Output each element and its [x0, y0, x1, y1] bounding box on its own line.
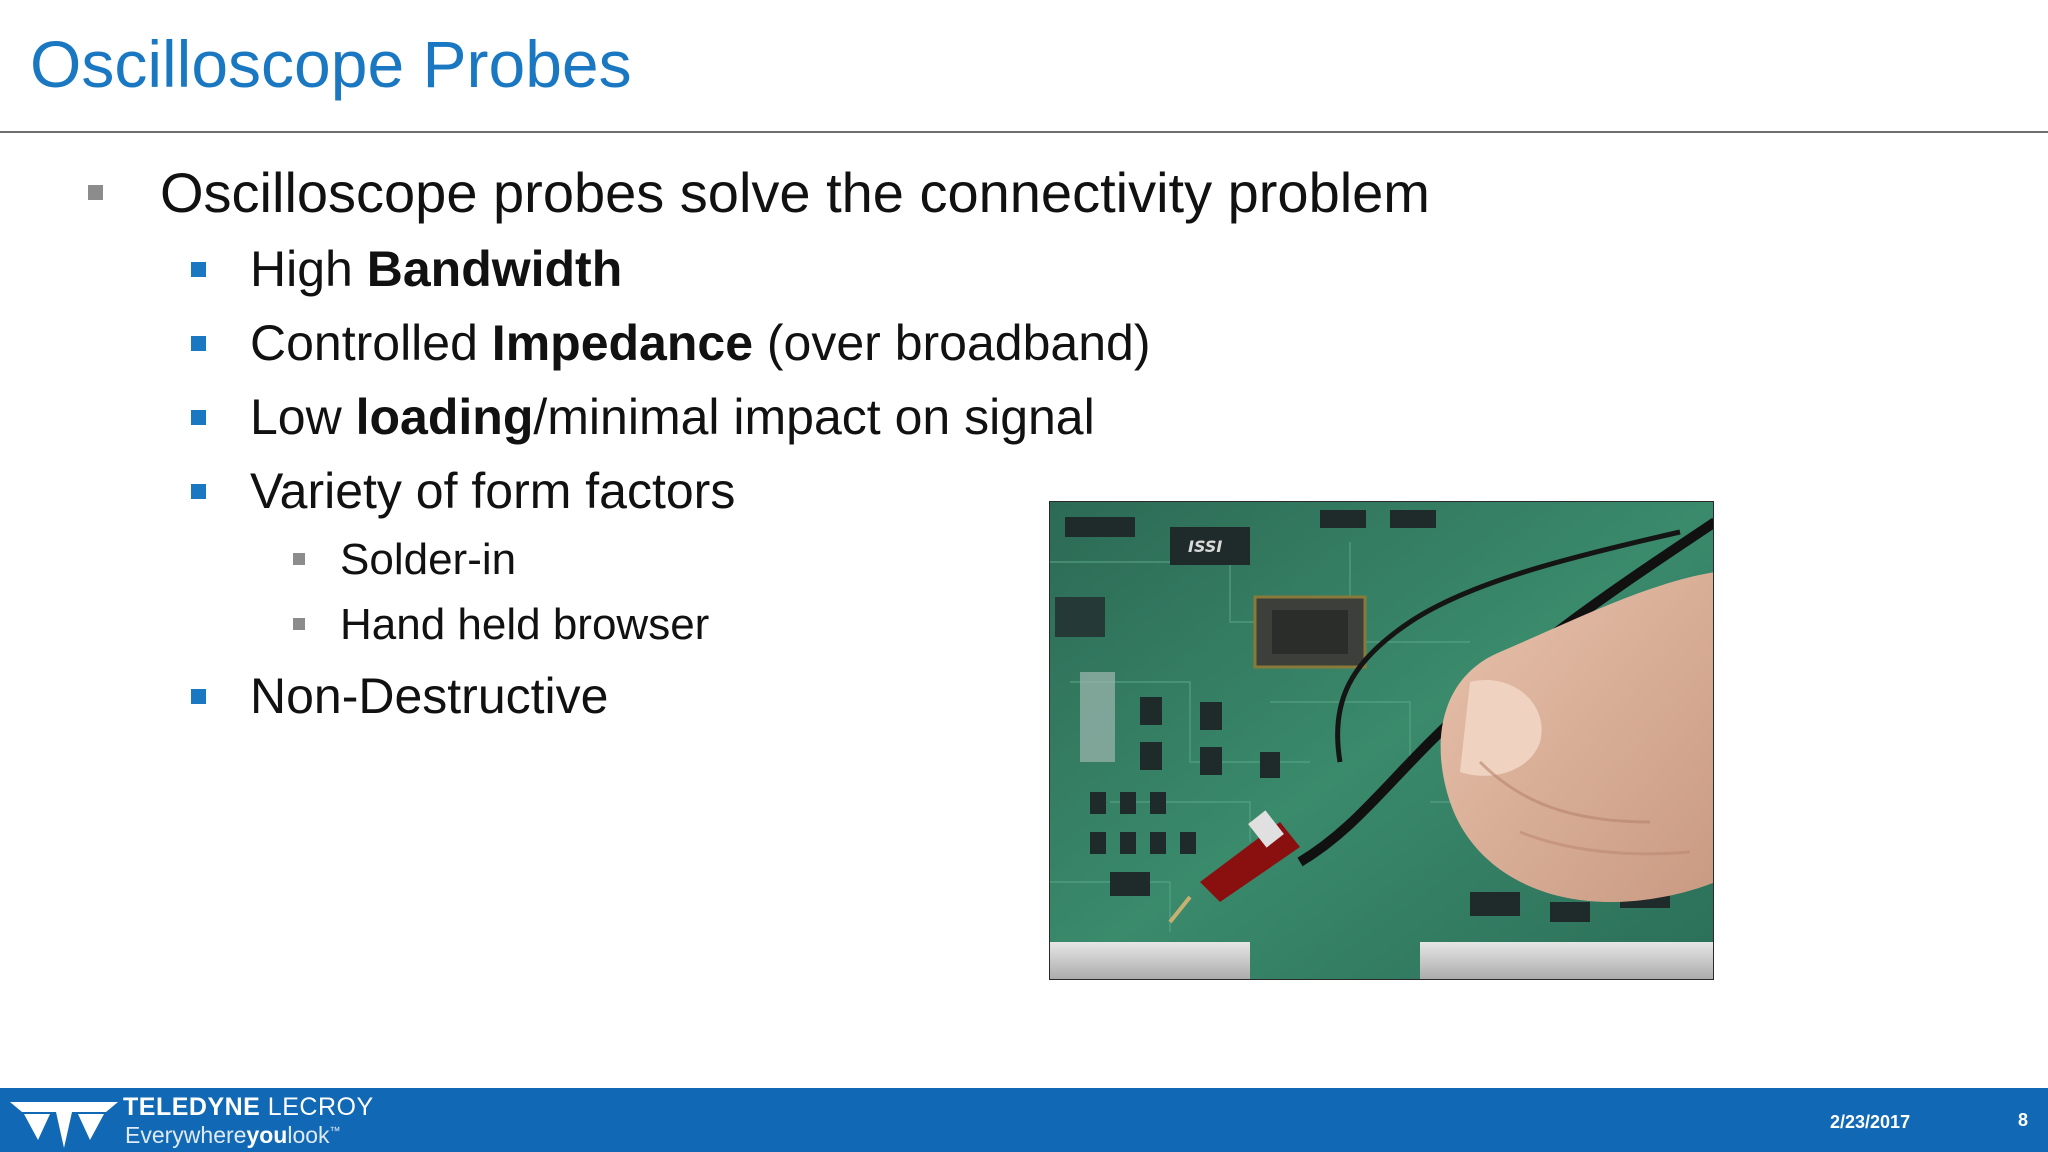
bullet-bold-text: loading	[355, 389, 534, 445]
page-number: 8	[2018, 1110, 2029, 1130]
bullet-text: Variety of form factors	[250, 463, 736, 519]
bullet-loading: Low loading/minimal impact on signal	[191, 389, 1095, 445]
brand-name-bold: TELEDYNE	[123, 1093, 261, 1121]
bullet-solder-in: Solder-in	[293, 535, 517, 584]
footer-date: 2/23/2017	[1830, 1112, 1911, 1132]
square-bullet-icon	[88, 185, 103, 200]
chip-marking: ISSI	[1188, 537, 1222, 556]
bullet-text: Solder-in	[340, 535, 517, 584]
bullet-form-factors: Variety of form factors	[191, 463, 736, 519]
title-divider	[0, 131, 2048, 133]
bullet-text: /minimal impact on signal	[533, 389, 1095, 445]
bullet-impedance: Controlled Impedance (over broadband)	[191, 315, 1151, 371]
bullet-bandwidth: High Bandwidth	[191, 241, 623, 297]
probe-photo: ISSI	[1049, 501, 1714, 980]
bullet-main-text: Oscilloscope probes solve the connectivi…	[160, 161, 1430, 224]
tagline-part: Everywhere	[125, 1122, 247, 1148]
square-bullet-icon	[191, 689, 206, 704]
footer-bar: TELEDYNE LECROY Everywhereyoulook™ 2/23/…	[0, 1088, 2048, 1152]
tagline-part: look	[287, 1122, 330, 1148]
bullet-text: (over broadband)	[753, 315, 1151, 371]
brand-name: TELEDYNE LECROY	[123, 1093, 374, 1122]
bullet-text: Controlled	[250, 315, 492, 371]
bullet-text: High	[250, 241, 367, 297]
bullet-text: Low	[250, 389, 356, 445]
square-bullet-icon	[191, 484, 206, 499]
square-bullet-icon	[293, 553, 305, 565]
bullet-non-destructive: Non-Destructive	[191, 668, 609, 724]
bullet-hand-held: Hand held browser	[293, 600, 710, 649]
bullet-bold-text: Impedance	[491, 315, 754, 371]
bullet-text: Non-Destructive	[250, 668, 609, 724]
slide-title: Oscilloscope Probes	[30, 27, 632, 101]
bullet-main: Oscilloscope probes solve the connectivi…	[88, 165, 1430, 221]
brand-tagline: Everywhereyoulook™	[125, 1122, 341, 1149]
square-bullet-icon	[191, 262, 206, 277]
square-bullet-icon	[191, 336, 206, 351]
circuit-board-illustration: ISSI	[1050, 502, 1713, 979]
bullet-text: Hand held browser	[340, 600, 710, 649]
tagline-bold: you	[246, 1122, 288, 1148]
teledyne-logo-icon	[10, 1102, 118, 1148]
trademark-mark: ™	[329, 1125, 341, 1138]
brand-name-light: LECROY	[260, 1093, 374, 1121]
square-bullet-icon	[191, 410, 206, 425]
square-bullet-icon	[293, 618, 305, 630]
bullet-bold-text: Bandwidth	[366, 241, 623, 297]
